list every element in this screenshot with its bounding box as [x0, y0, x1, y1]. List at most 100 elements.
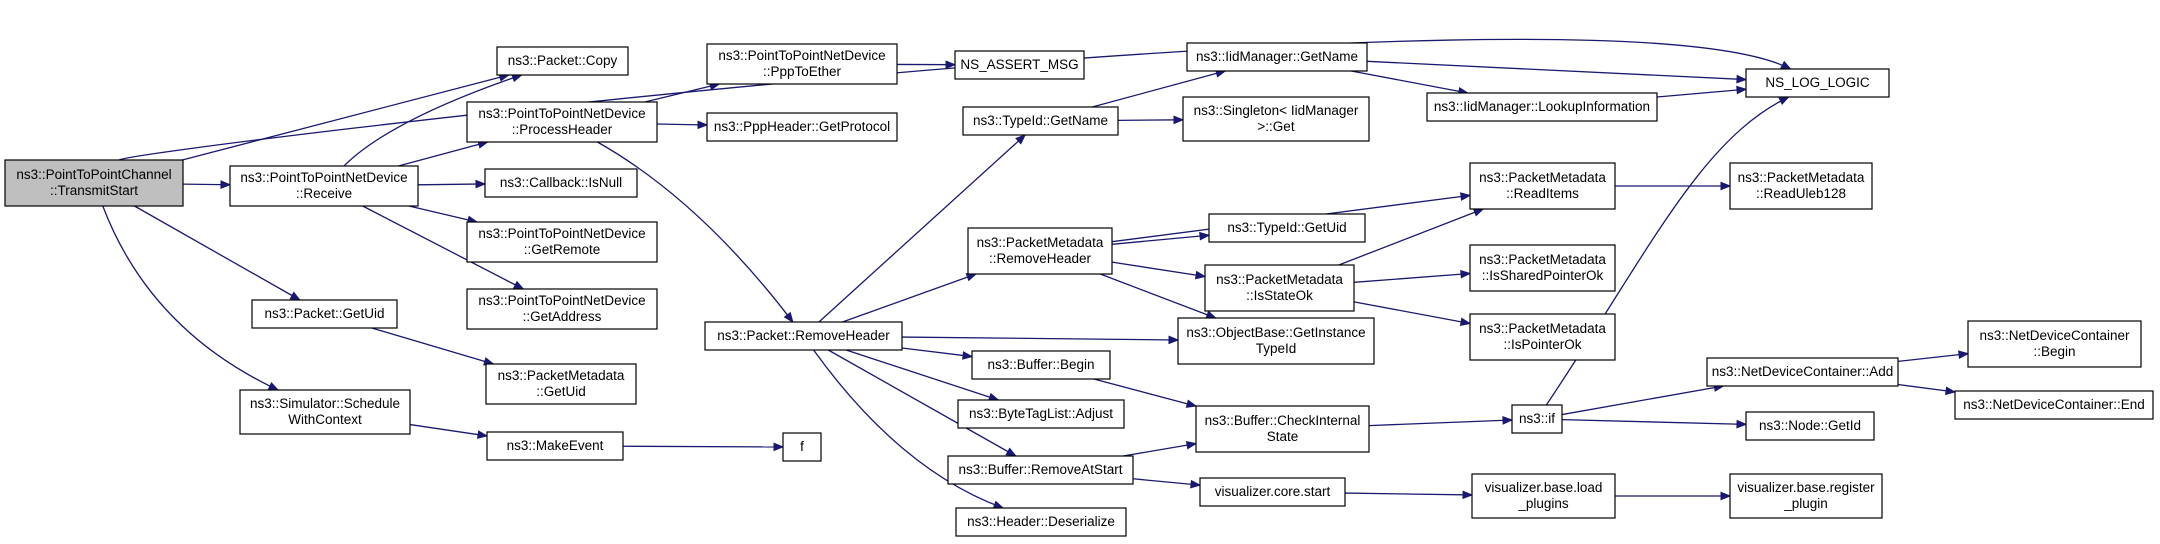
node-p2p-getremote[interactable]: ns3::PointToPointNetDevice::GetRemote: [466, 221, 658, 263]
node-packet-removeheader[interactable]: ns3::Packet::RemoveHeader: [704, 321, 903, 351]
node-node-getid[interactable]: ns3::Node::GetId: [1745, 411, 1875, 441]
node-box: [1745, 68, 1890, 98]
arrowhead-pm_removeheader-to-pm_isstateok: [1194, 270, 1207, 280]
node-label: ns3::PacketMetadata: [1479, 252, 1606, 267]
node-typeid-getname[interactable]: ns3::TypeId::GetName: [962, 106, 1119, 136]
edge-packet_removeheader-to-buffer_begin: [901, 347, 973, 358]
arrowhead-ndc_add-to-ndc_begin: [1958, 350, 1970, 359]
node-callback-isnull[interactable]: ns3::Callback::IsNull: [484, 168, 638, 198]
arrowhead-packet_removeheader-to-buffer_removeatstart: [1005, 447, 1017, 457]
edge-packet_removeheader-to-bytetaglist_adjust: [845, 349, 999, 401]
node-buffer-begin[interactable]: ns3::Buffer::Begin: [971, 350, 1111, 380]
node-label: ns3::Packet::Copy: [508, 53, 618, 68]
node-pm-isstateok[interactable]: ns3::PacketMetadata::IsStateOk: [1204, 264, 1355, 312]
node-box: [1967, 320, 2142, 368]
arrowhead-pm_removeheader-to-typeid_getuid: [1199, 231, 1211, 241]
node-label: ::GetRemote: [524, 242, 601, 257]
arrowhead-packet_removeheader-to-objectbase_getinstancetypeid: [1168, 335, 1180, 345]
node-pm-readitems[interactable]: ns3::PacketMetadata::ReadItems: [1469, 162, 1616, 210]
node-p2p-processheader[interactable]: ns3::PointToPointNetDevice::ProcessHeade…: [466, 101, 658, 143]
node-ndc-begin[interactable]: ns3::NetDeviceContainer::Begin: [1967, 320, 2142, 368]
node-pm-removeheader[interactable]: ns3::PacketMetadata::RemoveHeader: [967, 227, 1113, 275]
edge-iid_getname-to-iid_lookup: [1351, 70, 1468, 94]
node-pppheader-getprotocol[interactable]: ns3::PppHeader::GetProtocol: [706, 112, 898, 142]
edge-pm_isstateok-to-pm_ispointerok: [1353, 301, 1471, 325]
node-ndc-end[interactable]: ns3::NetDeviceContainer::End: [1954, 390, 2154, 420]
node-iid-lookup[interactable]: ns3::IidManager::LookupInformation: [1426, 92, 1658, 122]
node-box: [1729, 473, 1883, 519]
node-ns-log-logic[interactable]: NS_LOG_LOGIC: [1745, 68, 1890, 98]
edge-pm_removeheader-to-typeid_getuid: [1111, 234, 1210, 245]
node-singleton-get[interactable]: ns3::Singleton< IidManager>::Get: [1182, 96, 1370, 142]
node-buffer-removeatstart[interactable]: ns3::Buffer::RemoveAtStart: [947, 455, 1134, 485]
node-copy[interactable]: ns3::Packet::Copy: [496, 46, 629, 76]
node-label: ::IsStateOk: [1246, 288, 1313, 303]
node-pm-readuleb128[interactable]: ns3::PacketMetadata::ReadUleb128: [1729, 162, 1873, 210]
edge-pm_removeheader-to-pm_isstateok: [1111, 261, 1206, 278]
node-label: _plugins: [1517, 496, 1569, 511]
node-box: [486, 431, 624, 461]
node-p2p-getaddress[interactable]: ns3::PointToPointNetDevice::GetAddress: [466, 288, 658, 330]
node-vis-base-register[interactable]: visualizer.base.register_plugin: [1729, 473, 1883, 519]
edge-p2p_receive-to-p2p_getaddress: [362, 205, 524, 290]
node-label: ns3::PacketMetadata: [1216, 272, 1343, 287]
node-box: [1177, 317, 1375, 365]
node-typeid-getuid[interactable]: ns3::TypeId::GetUid: [1208, 213, 1366, 243]
node-makeevent[interactable]: ns3::MakeEvent: [486, 431, 624, 461]
node-pm-ispointerok[interactable]: ns3::PacketMetadata::IsPointerOk: [1469, 313, 1616, 361]
arrowhead-p2p_ppptoether-to-ns_assert_msg: [945, 60, 957, 69]
node-ndc-add[interactable]: ns3::NetDeviceContainer::Add: [1706, 357, 1899, 387]
node-label: ns3::MakeEvent: [507, 438, 604, 453]
node-box: [466, 101, 658, 143]
arrowhead-iid_lookup-to-ns_log_logic: [1736, 85, 1748, 95]
nodes-layer: ns3::PointToPointChannel::TransmitStartn…: [4, 42, 2154, 537]
edge-iid_getname-to-ns_log_logic: [1366, 60, 1747, 81]
node-label: WithContext: [288, 412, 362, 427]
edge-typeid_getname-to-iid_getname: [1092, 70, 1226, 108]
node-box: [1511, 404, 1563, 434]
arrowhead-pm_isstateok-to-pm_ispointerok: [1459, 317, 1472, 327]
node-vis-base-load[interactable]: visualizer.base.load_plugins: [1471, 473, 1616, 519]
edge-p2p_receive-to-p2p_processheader: [398, 141, 488, 167]
node-ns3-if[interactable]: ns3::if: [1511, 404, 1563, 434]
node-label: ns3::TypeId::GetUid: [1227, 220, 1346, 235]
node-box: [947, 455, 1134, 485]
node-ns-assert-msg[interactable]: NS_ASSERT_MSG: [954, 50, 1085, 80]
arrowhead-ndc_add-to-ndc_end: [1945, 386, 1957, 396]
edge-p2p_receive-to-p2p_getremote: [408, 205, 478, 223]
node-label: _plugin: [1783, 496, 1828, 511]
node-label: ns3::Node::GetId: [1759, 418, 1861, 433]
node-label: visualizer.core.start: [1215, 484, 1331, 499]
node-iid-getname[interactable]: ns3::IidManager::GetName: [1186, 42, 1368, 72]
node-box: [485, 363, 637, 405]
node-box: [955, 507, 1127, 537]
node-pm-getuid[interactable]: ns3::PacketMetadata::GetUid: [485, 363, 637, 405]
edge-ndc_add-to-ndc_end: [1897, 383, 1956, 393]
node-bytetaglist-adjust[interactable]: ns3::ByteTagList::Adjust: [957, 399, 1125, 429]
node-label: ns3::PointToPointNetDevice: [478, 106, 645, 121]
node-f[interactable]: f: [782, 432, 822, 462]
node-box: [1954, 390, 2154, 420]
arrowhead-root-to-packet_getuid: [289, 291, 302, 301]
node-vis-core-start[interactable]: visualizer.core.start: [1199, 477, 1346, 507]
node-box: [1195, 405, 1370, 453]
arrowhead-pm_isstateok-to-pm_issharedpointerok: [1460, 269, 1472, 279]
node-packet-getuid[interactable]: ns3::Packet::GetUid: [251, 299, 398, 329]
arrowhead-pm_readitems-to-pm_readuleb128: [1720, 181, 1732, 191]
edge-root-to-packet_getuid: [134, 205, 301, 301]
node-label: State: [1267, 429, 1299, 444]
arrowhead-ns3_if-to-ns_log_logic: [1778, 96, 1790, 106]
node-pm-issharedpointerok[interactable]: ns3::PacketMetadata::IsSharedPointerOk: [1469, 244, 1616, 292]
edge-root-to-copy: [182, 74, 509, 161]
node-p2p-ppptoether[interactable]: ns3::PointToPointNetDevice::PppToEther: [706, 43, 898, 85]
arrowhead-root-to-p2p_receive: [220, 180, 232, 189]
node-p2p-receive[interactable]: ns3::PointToPointNetDevice::Receive: [229, 165, 419, 207]
node-header-deserialize[interactable]: ns3::Header::Deserialize: [955, 507, 1127, 537]
node-label: ns3::PacketMetadata: [1479, 170, 1606, 185]
node-root[interactable]: ns3::PointToPointChannel::TransmitStart: [4, 159, 184, 207]
arrowhead-p2p_receive-to-p2p_getaddress: [512, 280, 525, 290]
